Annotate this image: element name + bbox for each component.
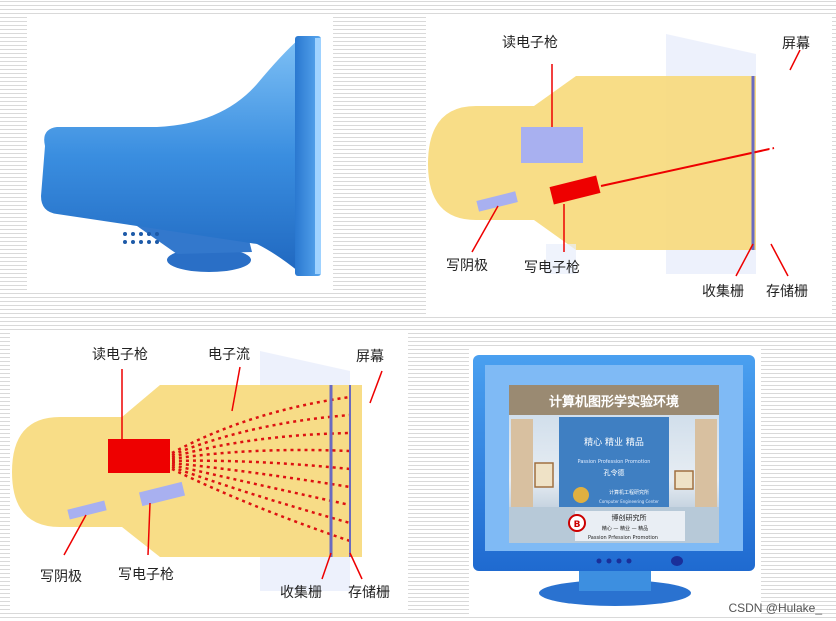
sign-line-2: 精心 — 精业 — 精品 (602, 525, 648, 532)
board-line-2: Passion Profession Promotion (578, 459, 651, 465)
label-electron-flow: 电子流 (208, 347, 250, 363)
electron-flow-diagram-panel: 读电子枪 电子流 屏幕 写阴极 写电子枪 收集栅 存储栅 (10, 331, 408, 613)
screen-title: 计算机图形学实验环境 (549, 394, 679, 410)
label-screen: 屏幕 (356, 349, 384, 365)
label-read-gun: 读电子枪 (502, 34, 558, 51)
label-storage-grid: 存储栅 (766, 284, 808, 300)
electron-flow-diagram: 读电子枪 电子流 屏幕 写阴极 写电子枪 收集栅 存储栅 (10, 331, 408, 613)
board-line-5: Computer Engineering Center (599, 499, 659, 504)
power-button[interactable] (671, 556, 683, 566)
label-write-gun: 写电子枪 (524, 259, 580, 276)
label-write-cathode: 写阴极 (446, 258, 488, 274)
label-storage-grid: 存储栅 (348, 585, 390, 601)
label-read-gun: 读电子枪 (92, 346, 148, 363)
label-collector-grid: 收集栅 (702, 283, 744, 300)
label-collector-grid: 收集栅 (280, 584, 322, 601)
storage-tube-diagram: 读电子枪 屏幕 写阴极 写电子枪 收集栅 存储栅 (426, 14, 832, 315)
board-line-1: 精心 精业 精品 (584, 436, 644, 448)
monitor-front-illustration: 计算机图形学实验环境 精心 精业 精品 Passion Profession P… (469, 349, 761, 614)
label-write-gun: 写电子枪 (118, 566, 174, 583)
watermark: CSDN @Hulake_ (728, 601, 822, 615)
read-gun-shape (521, 127, 583, 163)
label-screen: 屏幕 (782, 36, 810, 52)
storage-tube-diagram-panel: 读电子枪 屏幕 写阴极 写电子枪 收集栅 存储栅 (426, 14, 832, 315)
board-line-3: 孔令德 (604, 468, 625, 477)
crt-side-view-illustration (27, 14, 333, 292)
read-gun-shape (108, 439, 170, 473)
board-line-4: 计算机工程研究所 (609, 489, 649, 496)
svg-text:B: B (574, 520, 581, 530)
monitor-front-panel: 计算机图形学实验环境 精心 精业 精品 Passion Profession P… (469, 349, 761, 614)
label-write-cathode: 写阴极 (40, 569, 82, 585)
crt-side-view-panel (27, 14, 333, 292)
sign-line-1: 博创研究所 (612, 513, 647, 522)
sign-line-3: Passion Prfession Promotion (588, 535, 658, 541)
